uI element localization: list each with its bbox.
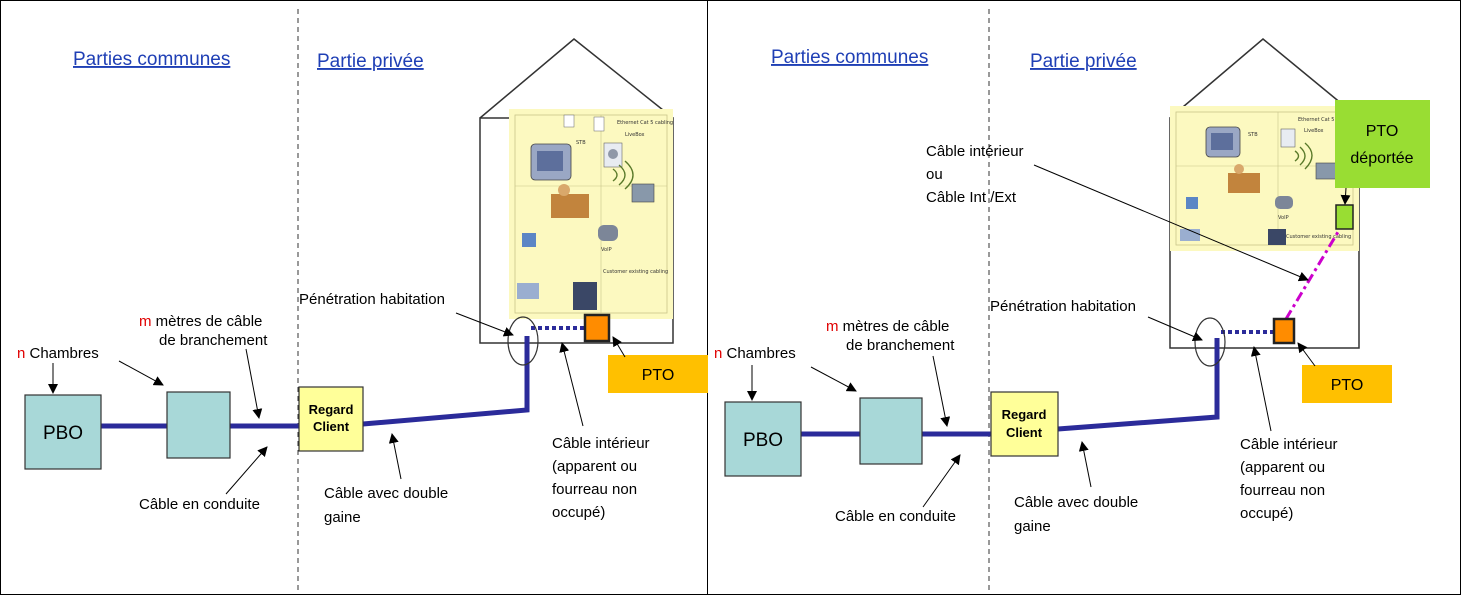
pbo-label: PBO [43,423,83,444]
cable-double-label-line1: Câble avec double [324,485,448,502]
cable-conduit-label: Câble en conduite [139,496,260,513]
illustration-label-stb: STB [1248,132,1258,138]
meters-label-line2: de branchement [846,337,955,354]
chamber-box [166,391,231,459]
illustration-label-voip: VoIP [1278,215,1289,221]
diagram-panel-left: Parties communes Partie privée Ethernet … [0,0,708,595]
cable-double-sheath-line [1057,338,1220,432]
cable-interior-label-line2: (apparent ou [552,458,637,475]
meters-label-line1: m mètres de câble [139,313,262,330]
cable-interior-label-line3: fourreau non [552,481,637,498]
chambers-label: n Chambres [17,345,99,362]
heading-private-part: Partie privée [317,51,424,72]
cable-double-label-line2: gaine [324,509,361,526]
pto-label: PTO [1331,377,1364,394]
cable-interior-label-line1: Câble intérieur [552,435,650,452]
regard-client-box [990,391,1059,457]
illustration-label-customer-cabling: Customer existing cabling [603,269,668,275]
meters-label-line2: de branchement [159,332,268,349]
meters-label-line1: m mètres de câble [826,318,949,335]
regard-label-line2: Client [1006,425,1043,440]
chambers-label: n Chambres [714,345,796,362]
cable-double-sheath-line [362,336,530,427]
cable-interior-label-line4: occupé) [552,504,605,521]
pto-box [1272,317,1296,345]
cable-double-label-line1: Câble avec double [1014,494,1138,511]
pto-label-box [1302,365,1392,403]
pto-remote-label-box [1335,100,1430,188]
callout-arrows [48,312,626,495]
illustration-label-voip: VoIP [601,247,612,253]
pto-label-box [608,355,708,393]
pbo-label: PBO [743,430,783,451]
heading-private-part: Partie privée [1030,51,1137,72]
home-network-illustration: Ethernet Cat 5 cabling LiveBox STB VoIP … [509,109,673,319]
chamber-box [859,397,923,465]
diagram-canvas-right: Parties communes Partie privée Ethernet … [714,9,1430,591]
illustration-label-ethernet: Ethernet Cat 5 cabling [617,120,673,126]
penetration-ellipse [1194,317,1226,367]
illustration-label-ethernet: Ethernet Cat 5 cabling [1298,117,1354,123]
diagram-panel-right: Parties communes Partie privée Ethernet … [708,0,1461,595]
cable-interior-label-line2: (apparent ou [1240,459,1325,476]
pto-box [583,313,611,343]
heading-common-parts: Parties communes [73,49,230,70]
pbo-box [24,394,102,470]
pto-remote-label-line2: déportée [1350,150,1413,167]
cable-interior-label-line4: occupé) [1240,505,1293,522]
cable-interior-label-line3: fourreau non [1240,482,1325,499]
pto-remote-label-line1: PTO [1366,123,1399,140]
home-network-illustration: Ethernet Cat 5 cabling LiveBox STB VoIP … [1170,106,1359,251]
illustration-label-livebox: LiveBox [1304,128,1324,134]
regard-label-line1: Regard [309,402,354,417]
diagram-canvas-left: Parties communes Partie privée Ethernet … [17,9,708,591]
cable-int-ext-label-line1: Câble intérieur [926,143,1024,160]
cable-double-label-line2: gaine [1014,518,1051,535]
regard-label-line2: Client [313,419,350,434]
cable-int-ext-label-line2: ou [926,166,943,183]
cable-interior-label-line1: Câble intérieur [1240,436,1338,453]
cable-conduit-label: Câble en conduite [835,508,956,525]
pto-label: PTO [642,367,675,384]
illustration-label-livebox: LiveBox [625,132,645,138]
illustration-label-customer-cabling: Customer existing cabling [1286,234,1351,240]
penetration-ellipse [507,316,539,366]
illustration-label-stb: STB [576,140,586,146]
pto-remote-box [1335,204,1354,230]
cable-int-ext-label-line3: Câble Int /Ext [926,189,1017,206]
heading-common-parts: Parties communes [771,47,928,68]
regard-label-line1: Regard [1002,407,1047,422]
callout-arrows [747,164,1351,508]
pbo-box [724,401,802,477]
penetration-label: Pénétration habitation [990,298,1136,315]
regard-client-box [298,386,364,452]
penetration-label: Pénétration habitation [299,291,445,308]
int-ext-cable-line [1284,226,1343,320]
